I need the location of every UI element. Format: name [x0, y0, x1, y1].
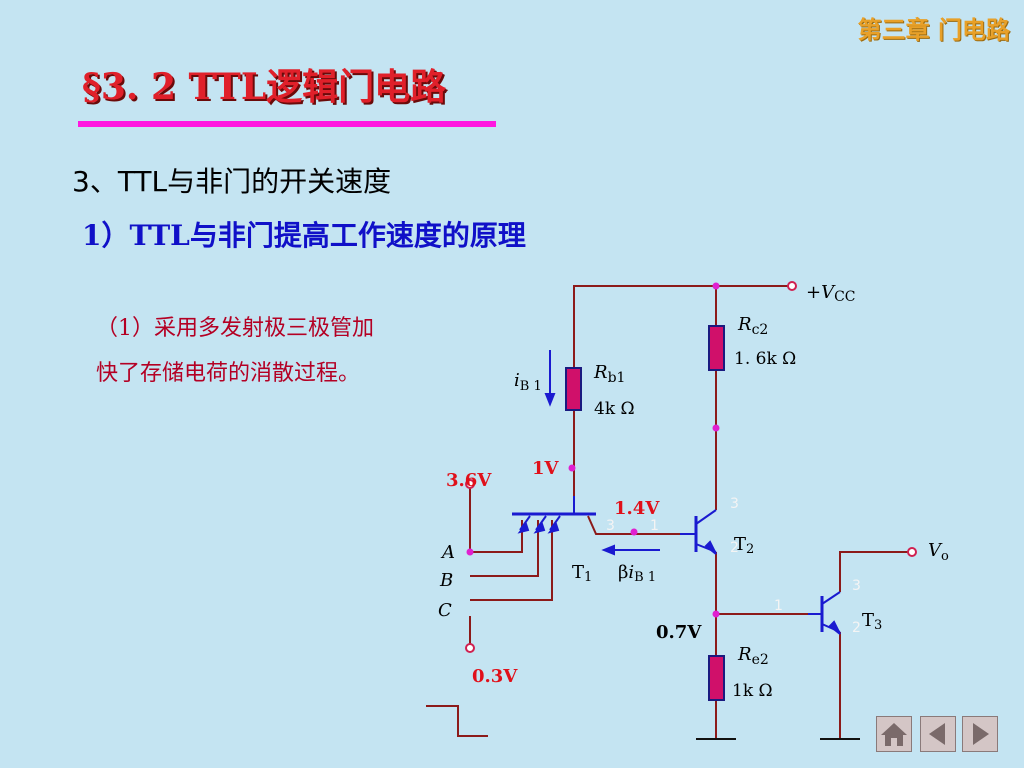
- svg-text:2: 2: [730, 540, 739, 556]
- vo-label: Vo: [928, 540, 949, 564]
- home-button[interactable]: [876, 716, 912, 752]
- current-arrows: [544, 350, 660, 556]
- next-arrow-icon: [973, 723, 989, 745]
- voltage-0-7v: 0.7V: [656, 622, 702, 643]
- resistors: [565, 325, 725, 701]
- input-c-label: C: [438, 600, 452, 621]
- description-line-1: （1）采用多发射极三极管加: [96, 316, 374, 341]
- home-icon: [881, 723, 907, 746]
- chapter-title: 第三章 门电路: [857, 15, 1010, 44]
- slide-title: §3. 2 TTL逻辑门电路: [82, 66, 447, 108]
- vcc-label: +VCC: [806, 282, 856, 305]
- voltage-0-3v: 0.3V: [472, 666, 518, 687]
- t3-label: T3: [862, 610, 882, 633]
- svg-text:1: 1: [774, 598, 783, 614]
- beta-ib1-label: βiB 1: [618, 562, 656, 585]
- title-underline: [78, 121, 496, 127]
- re2-resistor: [708, 655, 725, 701]
- svg-text:3: 3: [606, 518, 615, 534]
- svg-text:3: 3: [852, 578, 861, 594]
- svg-text:2: 2: [852, 620, 861, 636]
- prev-arrow-icon: [929, 723, 945, 745]
- subsection-heading: 1）TTL与非门提高工作速度的原理: [82, 219, 526, 252]
- t3-transistor: [808, 591, 841, 635]
- rc2-label: Rc2: [737, 314, 768, 338]
- voltage-3-6v: 3.6V: [446, 470, 492, 491]
- re2-label: Re2: [737, 644, 769, 668]
- t2-transistor: [680, 509, 717, 555]
- input-b-label: B: [439, 570, 453, 591]
- t1-transistor: [512, 496, 596, 534]
- t2-label: T2: [734, 534, 754, 557]
- section-heading: 3、TTL与非门的开关速度: [72, 165, 392, 198]
- input-a-label: A: [440, 542, 455, 563]
- wires: [426, 285, 910, 738]
- rb1-label: Rb1: [593, 362, 625, 386]
- terminals: [465, 281, 917, 653]
- next-slide-button[interactable]: [962, 716, 998, 752]
- t1-label: T1: [572, 562, 592, 585]
- re2-value: 1k Ω: [732, 681, 773, 701]
- rc2-value: 1. 6k Ω: [734, 349, 796, 369]
- pin-numbers: 3 1 3 2 1 3 2: [606, 496, 861, 636]
- svg-text:3: 3: [730, 496, 739, 512]
- rc2-resistor: [708, 325, 725, 371]
- svg-text:1: 1: [650, 518, 659, 534]
- description-line-2: 快了存储电荷的消散过程。: [96, 361, 361, 386]
- ib1-label: iB 1: [514, 370, 542, 394]
- voltage-1-4v: 1.4V: [614, 498, 660, 519]
- rb1-value: 4k Ω: [594, 399, 635, 419]
- node-dots: [466, 282, 720, 618]
- voltage-1v: 1V: [532, 458, 560, 479]
- prev-slide-button[interactable]: [920, 716, 956, 752]
- rb1-resistor: [565, 367, 582, 411]
